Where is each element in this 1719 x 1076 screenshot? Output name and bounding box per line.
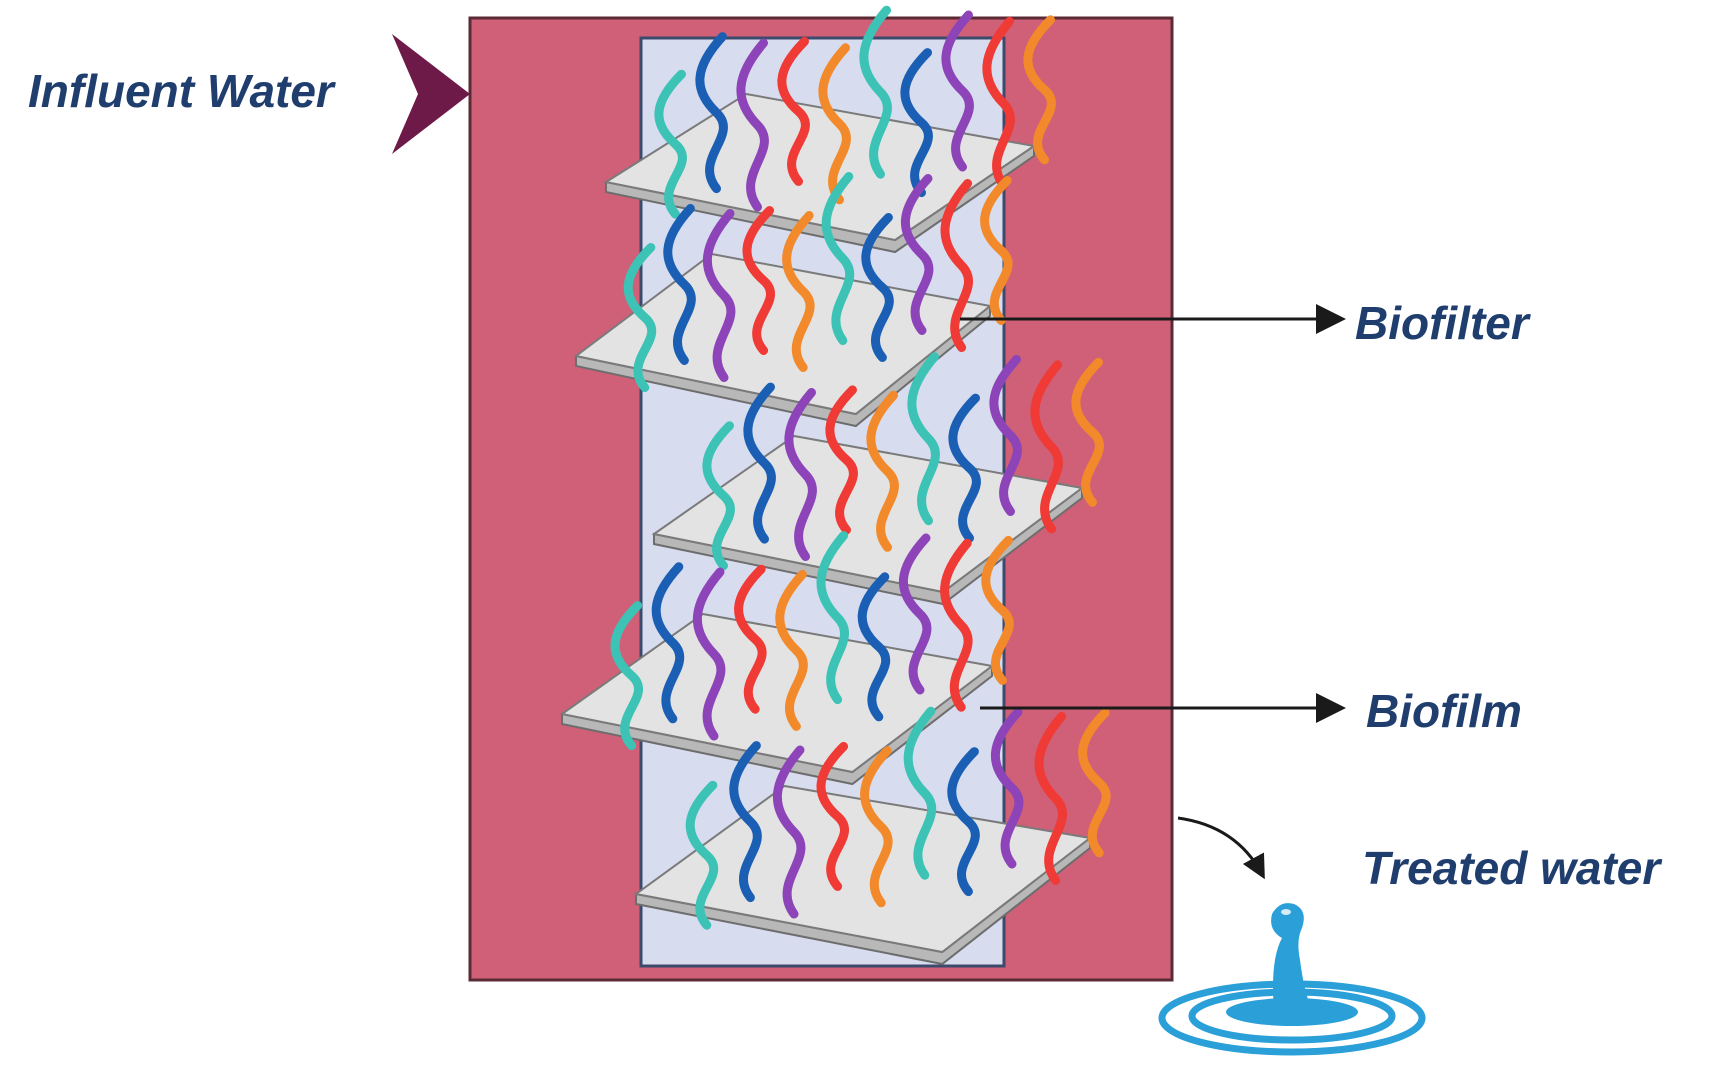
microbe-strand bbox=[772, 745, 806, 919]
microbe-strand bbox=[1078, 708, 1111, 858]
microbe-strand bbox=[866, 390, 899, 552]
microbe-strand bbox=[663, 204, 696, 365]
microbe-strand bbox=[907, 352, 940, 526]
biofilter-plate bbox=[603, 5, 1056, 254]
microbe-strand bbox=[692, 567, 726, 741]
microbe-strand bbox=[948, 393, 981, 543]
microbe-strand bbox=[623, 243, 657, 392]
microbe-strand bbox=[685, 780, 719, 930]
microbe-strand bbox=[980, 176, 1013, 325]
microbe-strand bbox=[610, 601, 643, 751]
biofilter-plate bbox=[573, 172, 1013, 428]
microbe-strand bbox=[940, 179, 973, 352]
biofilter-plate bbox=[633, 706, 1111, 966]
microbe-strand bbox=[982, 16, 1015, 190]
microbe-strand bbox=[825, 385, 858, 535]
microbe-strand bbox=[857, 572, 891, 722]
microbe-strand bbox=[775, 569, 808, 731]
microbe-strand bbox=[734, 564, 767, 714]
microbe-strand bbox=[654, 69, 687, 219]
microbe-strand bbox=[947, 747, 980, 897]
microbe-strand bbox=[903, 706, 937, 880]
water-drop-icon bbox=[1158, 903, 1426, 1056]
microbe-strand bbox=[941, 10, 974, 172]
microbe-strand bbox=[1030, 360, 1063, 534]
biofilter-plate bbox=[651, 352, 1104, 606]
microbe-strand bbox=[651, 562, 685, 724]
microbe-strand bbox=[818, 43, 851, 205]
biofilter-label: Biofilter bbox=[1355, 297, 1529, 349]
biofilter-media-stack bbox=[559, 5, 1111, 966]
microbe-strand bbox=[861, 213, 894, 362]
microbe-strand bbox=[901, 174, 934, 335]
microbe-strand bbox=[702, 421, 735, 571]
biofilm-label: Biofilm bbox=[1366, 685, 1522, 737]
microbe-strand bbox=[981, 535, 1014, 685]
microbe-strand bbox=[702, 209, 736, 382]
microbe-strand bbox=[816, 741, 849, 891]
microbe-strand bbox=[989, 355, 1022, 516]
microbe-strand bbox=[816, 531, 849, 705]
microbe-strand bbox=[782, 211, 815, 372]
microbe-strand bbox=[743, 382, 776, 544]
microbe-strand bbox=[742, 206, 775, 355]
treated-water-label: Treated water bbox=[1362, 842, 1661, 894]
microbe-strand bbox=[940, 538, 973, 712]
microbe-strand bbox=[1071, 357, 1104, 507]
microbe-strand bbox=[1034, 711, 1067, 885]
microbe-strand bbox=[1023, 15, 1056, 165]
microbe-strand bbox=[859, 5, 892, 179]
microbe-strand bbox=[777, 36, 810, 186]
curved-arrow-icon bbox=[1177, 816, 1265, 880]
microbe-strand bbox=[784, 388, 817, 561]
microbe-strand bbox=[899, 533, 932, 695]
influent-water-label: Influent Water bbox=[28, 65, 334, 117]
microbe-strand bbox=[695, 32, 728, 194]
microbe-strand bbox=[729, 741, 762, 903]
microbe-strand bbox=[860, 746, 893, 908]
inlet-arrow-icon bbox=[392, 34, 470, 154]
microbe-strand bbox=[736, 38, 769, 212]
microbe-strand bbox=[900, 48, 933, 198]
microbe-strand bbox=[991, 707, 1024, 869]
microbe-strand bbox=[821, 172, 855, 345]
